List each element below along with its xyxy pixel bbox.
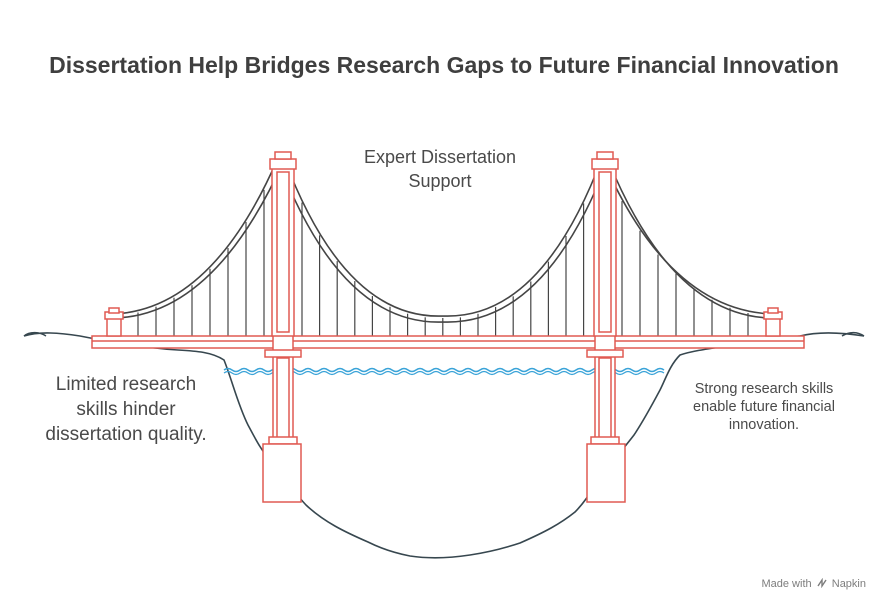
left-bank-ridge — [23, 331, 47, 337]
river-water-2 — [223, 370, 665, 376]
left-anchor — [104, 307, 124, 337]
right-bank-label-line-2: enable future financial — [693, 399, 835, 415]
suspender-hangers — [137, 189, 749, 336]
right-anchor — [763, 307, 783, 337]
left-bank-label-line-1: Limited research — [55, 374, 197, 395]
watermark-prefix: Made with — [761, 578, 812, 590]
bridge-label: Expert Dissertation Support — [330, 145, 550, 193]
main-cables — [112, 157, 773, 323]
left-bank-label-line-2: skills hinder — [76, 399, 176, 420]
gorge-outline — [23, 332, 865, 559]
bridge-deck — [91, 335, 805, 349]
left-bank-label: Limited research skills hinder dissertat… — [22, 372, 230, 447]
left-tower — [262, 151, 302, 503]
right-tower — [586, 151, 626, 503]
right-bank-ridge — [841, 331, 865, 337]
watermark-brand: Napkin — [831, 578, 866, 590]
diagram-title: Dissertation Help Bridges Research Gaps … — [49, 52, 839, 78]
bridge-label-line-1: Expert Dissertation — [363, 147, 517, 167]
bridge-label-line-2: Support — [408, 171, 472, 191]
right-bank-label-line-3: innovation. — [728, 417, 800, 433]
right-bank-label-line-1: Strong research skills — [694, 381, 834, 397]
napkin-logo-icon — [817, 577, 827, 589]
left-bank-label-line-3: dissertation quality. — [45, 424, 207, 445]
river-water-1 — [223, 367, 665, 373]
right-bank-label: Strong research skills enable future fin… — [676, 380, 852, 434]
made-with-napkin-watermark: Made with Napkin — [761, 577, 866, 590]
